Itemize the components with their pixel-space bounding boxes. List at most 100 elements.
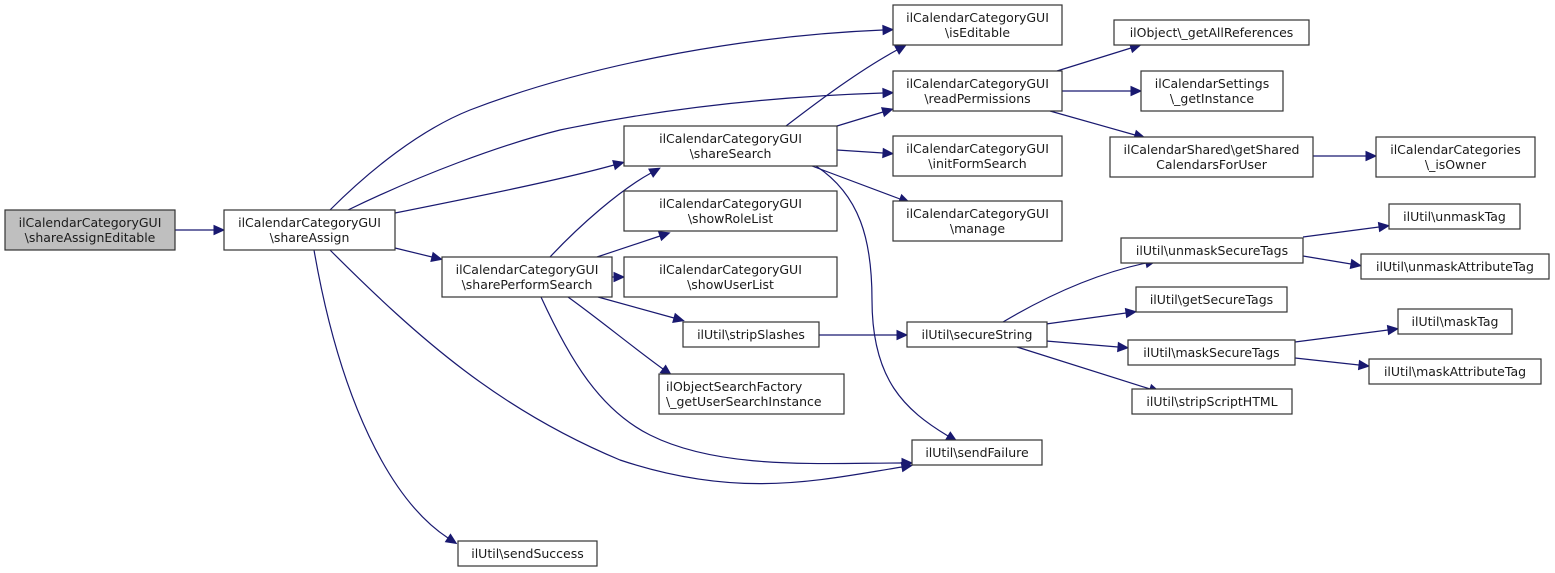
- arrowhead-icon: [444, 533, 458, 545]
- edge-line: [836, 149, 884, 154]
- arrowhead-icon: [880, 107, 894, 118]
- edge-shareAssign-to-isEditable: [329, 24, 895, 211]
- node-getSecureTags[interactable]: ilUtil\getSecureTags: [1135, 286, 1288, 313]
- node-label-line: ilUtil\secureString: [921, 327, 1032, 342]
- node-box: [1127, 339, 1296, 366]
- node-label-line: ilUtil\maskTag: [1412, 314, 1499, 329]
- node-box: [1140, 70, 1284, 112]
- arrowhead-icon: [894, 44, 907, 55]
- node-label-line: ilCalendarCategories: [1390, 142, 1521, 157]
- arrowhead-icon: [613, 271, 626, 283]
- node-box: [1397, 308, 1513, 335]
- edge-shareSearch-to-readPermissions: [836, 107, 894, 127]
- node-label-line: \sharePerformSearch: [462, 277, 593, 292]
- node-shareSearch[interactable]: ilCalendarCategoryGUI\shareSearch: [623, 125, 838, 167]
- node-label-line: ilCalendarCategoryGUI: [456, 262, 599, 277]
- node-manage[interactable]: ilCalendarCategoryGUI\manage: [892, 200, 1063, 242]
- edge-line: [1294, 357, 1360, 366]
- node-box: [892, 70, 1063, 112]
- arrowhead-icon: [1377, 221, 1391, 233]
- node-label-line: ilCalendarCategoryGUI: [659, 262, 802, 277]
- node-shareAssignEditable[interactable]: ilCalendarCategoryGUI\shareAssignEditabl…: [4, 209, 176, 251]
- node-maskAttributeTag[interactable]: ilUtil\maskAttributeTag: [1368, 358, 1542, 385]
- node-getSharedCalendarsForUser[interactable]: ilCalendarShared\getSharedCalendarsForUs…: [1109, 136, 1314, 178]
- node-label-line: \showRoleList: [688, 211, 773, 226]
- node-label-line: ilCalendarCategoryGUI: [906, 76, 1049, 91]
- node-box: [4, 209, 176, 251]
- node-sendFailure[interactable]: ilUtil\sendFailure: [911, 439, 1043, 466]
- node-isEditable[interactable]: ilCalendarCategoryGUI\isEditable: [892, 4, 1063, 46]
- arrowhead-icon: [1130, 85, 1143, 97]
- edge-sharePerformSearch-to-stripSlashes: [597, 296, 685, 323]
- node-unmaskAttributeTag[interactable]: ilUtil\unmaskAttributeTag: [1360, 253, 1550, 280]
- node-initFormSearch[interactable]: ilCalendarCategoryGUI\initFormSearch: [892, 135, 1063, 177]
- node-unmaskTag[interactable]: ilUtil\unmaskTag: [1388, 203, 1521, 230]
- arrowhead-icon: [882, 24, 895, 36]
- node-label-line: \shareAssignEditable: [25, 230, 156, 245]
- node-box: [457, 540, 598, 567]
- edge-line: [1045, 312, 1127, 325]
- edge-shareAssign-to-readPermissions: [347, 87, 895, 211]
- node-box: [1368, 358, 1542, 385]
- node-sendSuccess[interactable]: ilUtil\sendSuccess: [457, 540, 598, 567]
- edge-maskSecureTags-to-maskTag: [1294, 324, 1400, 343]
- edge-line: [836, 111, 884, 127]
- node-label-line: ilUtil\sendFailure: [925, 445, 1029, 460]
- node-box: [623, 190, 838, 232]
- arrowhead-icon: [1349, 258, 1363, 270]
- edge-line: [329, 29, 884, 211]
- node-box: [623, 125, 838, 167]
- edge-sharePerformSearch-to-getUserSearchInstance: [567, 296, 673, 376]
- edge-line: [1016, 346, 1151, 390]
- node-getAllReferences[interactable]: ilObject\_getAllReferences: [1113, 19, 1310, 46]
- node-isOwner[interactable]: ilCalendarCategories\_isOwner: [1375, 136, 1536, 178]
- arrowhead-icon: [430, 251, 443, 263]
- node-label-line: \readPermissions: [924, 91, 1030, 106]
- edge-line: [1302, 226, 1380, 238]
- node-maskSecureTags[interactable]: ilUtil\maskSecureTags: [1127, 339, 1296, 366]
- node-box: [1109, 136, 1314, 178]
- node-shareAssign[interactable]: ilCalendarCategoryGUI\shareAssign: [223, 209, 396, 251]
- node-box: [892, 4, 1063, 46]
- node-label-line: ilUtil\unmaskTag: [1403, 209, 1506, 224]
- edge-unmaskSecureTags-to-unmaskAttributeTag: [1302, 255, 1363, 270]
- node-stripScriptHTML[interactable]: ilUtil\stripScriptHTML: [1131, 388, 1293, 415]
- arrowhead-icon: [882, 147, 895, 159]
- edge-line: [567, 296, 664, 370]
- edge-shareAssignEditable-to-shareAssign: [175, 224, 226, 236]
- node-box: [1375, 136, 1536, 178]
- node-stripSlashes[interactable]: ilUtil\stripSlashes: [682, 321, 820, 348]
- edge-line: [1294, 329, 1389, 343]
- node-getInstance[interactable]: ilCalendarSettings\_getInstance: [1140, 70, 1284, 112]
- node-label-line: \shareAssign: [270, 230, 350, 245]
- edge-line: [1002, 262, 1147, 323]
- arrowhead-icon: [612, 160, 625, 171]
- node-getUserSearchInstance[interactable]: ilObjectSearchFactory\_getUserSearchInst…: [658, 373, 845, 415]
- node-label-line: ilCalendarCategoryGUI: [906, 206, 1049, 221]
- edge-shareAssign-to-sendSuccess: [313, 249, 458, 545]
- node-maskTag[interactable]: ilUtil\maskTag: [1397, 308, 1513, 335]
- node-label-line: \_isOwner: [1425, 157, 1487, 172]
- node-label-line: ilCalendarShared\getShared: [1124, 142, 1300, 157]
- arrowhead-icon: [901, 457, 914, 469]
- node-label-line: ilCalendarSettings: [1155, 76, 1269, 91]
- arrowhead-icon: [1386, 324, 1400, 336]
- edge-line: [785, 49, 898, 127]
- arrowhead-icon: [1357, 359, 1371, 371]
- node-label-line: ilCalendarCategoryGUI: [659, 196, 802, 211]
- edge-sharePerformSearch-to-showUserList: [612, 271, 626, 283]
- node-secureString[interactable]: ilUtil\secureString: [906, 321, 1048, 348]
- arrowhead-icon: [672, 312, 685, 323]
- node-showUserList[interactable]: ilCalendarCategoryGUI\showUserList: [623, 256, 838, 298]
- edge-getSharedCalendarsForUser-to-isOwner: [1313, 150, 1378, 162]
- node-showRoleList[interactable]: ilCalendarCategoryGUI\showRoleList: [623, 190, 838, 232]
- edge-shareAssign-to-sharePerformSearch: [394, 247, 443, 263]
- arrowhead-icon: [882, 87, 895, 99]
- edge-readPermissions-to-getInstance: [1062, 85, 1143, 97]
- node-readPermissions[interactable]: ilCalendarCategoryGUI\readPermissions: [892, 70, 1063, 112]
- node-unmaskSecureTags[interactable]: ilUtil\unmaskSecureTags: [1120, 237, 1304, 264]
- node-sharePerformSearch[interactable]: ilCalendarCategoryGUI\sharePerformSearch: [441, 256, 613, 298]
- node-label-line: \initFormSearch: [928, 156, 1026, 171]
- edge-unmaskSecureTags-to-unmaskTag: [1302, 221, 1391, 238]
- node-label-line: ilUtil\getSecureTags: [1150, 292, 1273, 307]
